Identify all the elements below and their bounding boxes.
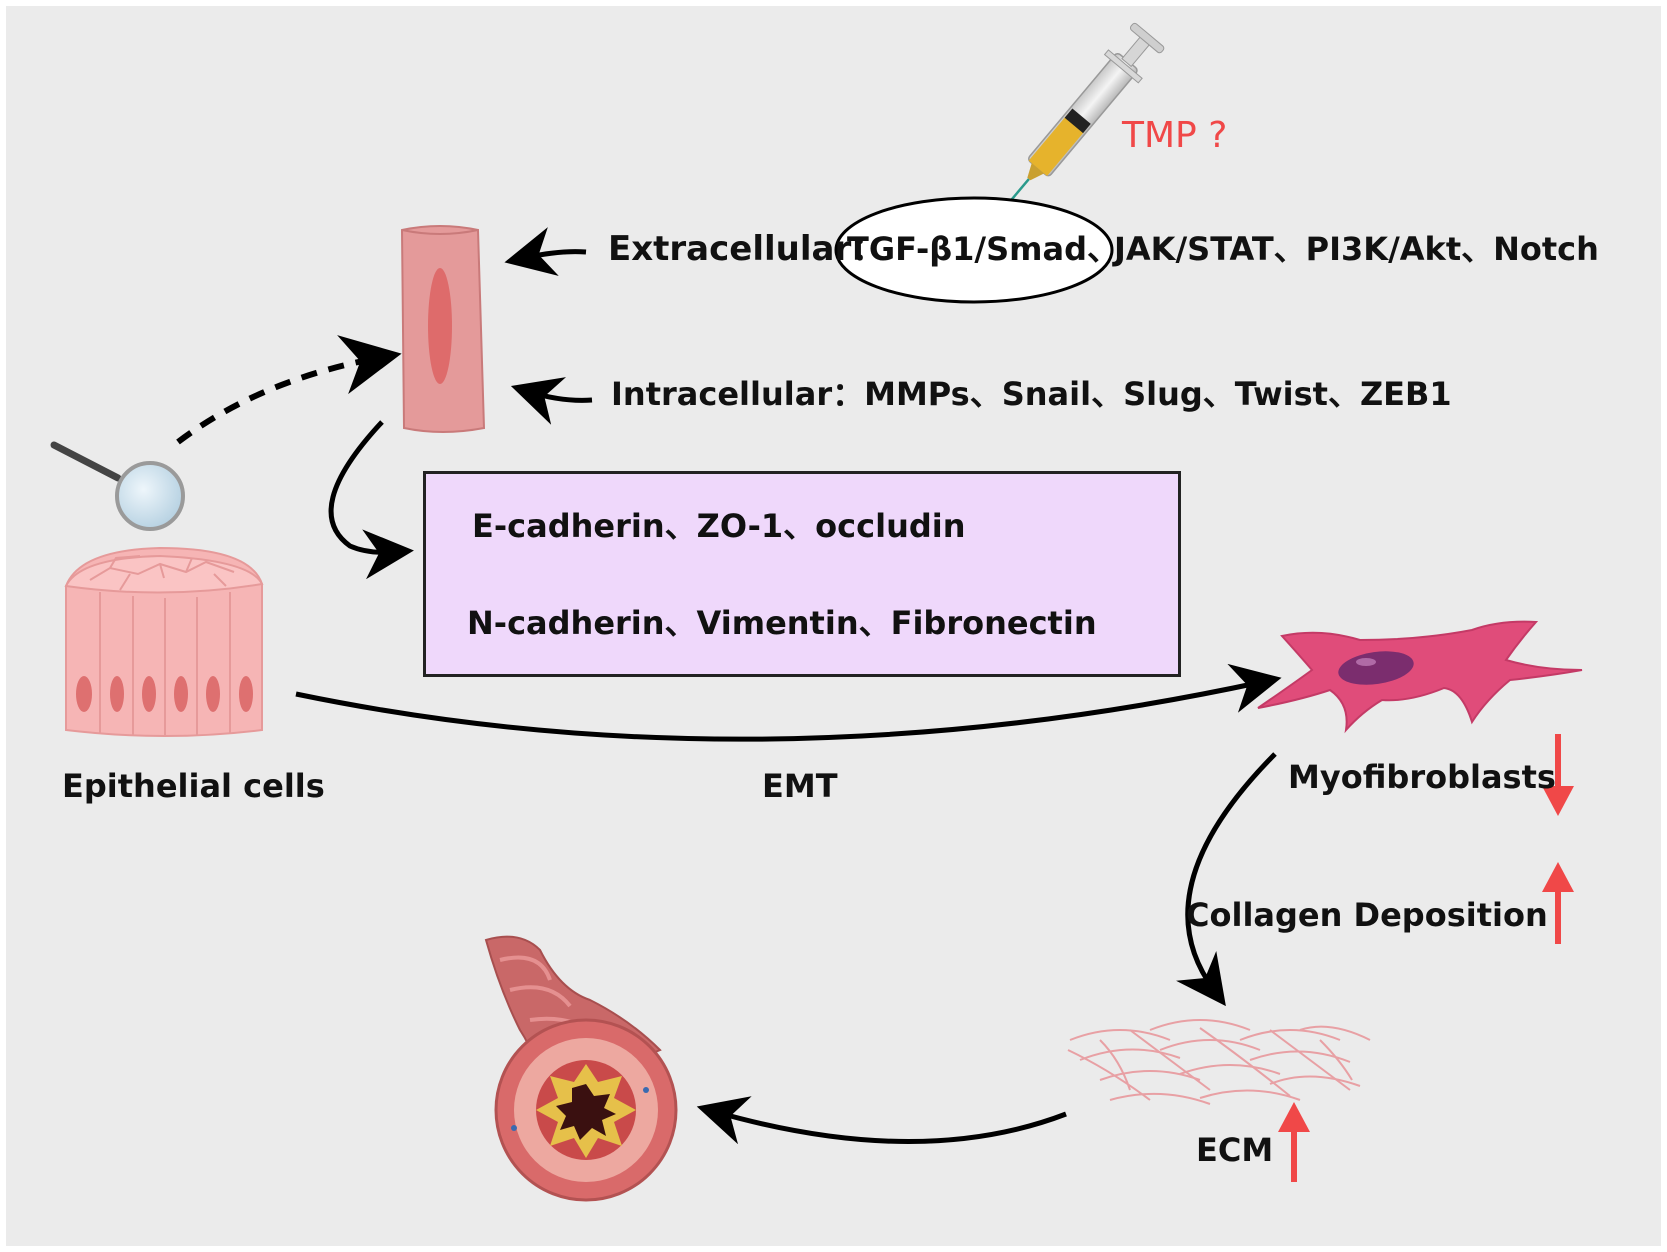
collagen-deposition-label: Collagen Deposition [1186, 896, 1548, 934]
fibrotic-airway-icon [484, 935, 678, 1202]
myofibroblast-down-arrow-head [1542, 786, 1574, 816]
extracellular-highlight: TGF-β1/Smad、 [847, 230, 1120, 268]
collagen-arrow [1176, 752, 1277, 1007]
intracellular-arrow [510, 377, 593, 425]
myofibroblast-icon [1257, 620, 1583, 734]
intracellular-label: Intracellular：MMPs、Snail、Slug、Twist、ZEB1 [611, 375, 1452, 413]
syringe-icon [999, 22, 1165, 214]
marker-arrow [328, 420, 414, 580]
transitional-cell-icon [400, 225, 486, 433]
ecm-label: ECM [1196, 1131, 1274, 1169]
magnifier-icon [50, 441, 185, 531]
emt-arrow [295, 663, 1282, 742]
extracellular-rest: JAK/STAT、PI3K/Akt、Notch [1114, 230, 1599, 268]
collagen-up-arrow-head [1542, 862, 1574, 892]
epithelial-tissue-icon [64, 546, 264, 737]
extracellular-arrow [504, 227, 587, 276]
marker-box [423, 471, 1181, 677]
emt-label: EMT [762, 767, 838, 805]
airway-arrow [696, 1096, 1067, 1145]
myofibroblasts-label: Myofibroblasts [1288, 758, 1556, 796]
marker-up-text: N-cadherin、Vimentin、Fibronectin [467, 604, 1097, 642]
highlight-ellipse [834, 196, 1114, 304]
epithelial-cells-label: Epithelial cells [62, 767, 325, 805]
ecm-up-arrow-head [1278, 1102, 1310, 1132]
extracellular-label: Extracellular： [608, 229, 886, 269]
marker-down-text: E-cadherin、ZO-1、occludin [472, 507, 966, 545]
collagen-fibers-icon [1067, 1019, 1371, 1105]
drug-label: TMP ? [1122, 115, 1228, 156]
